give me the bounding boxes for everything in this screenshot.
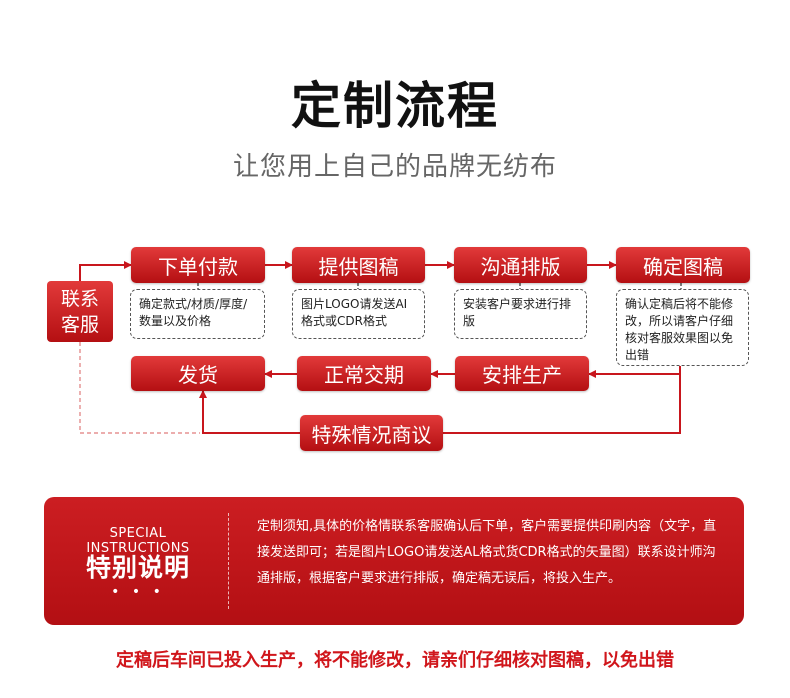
step-special-negotiation: 特殊情况商议 [300,415,443,451]
page-title: 定制流程 [291,77,499,135]
dashed-guide-line [79,342,200,434]
special-dots: • • • [111,584,165,600]
step-confirm-artwork: 确定图稿 [616,247,750,283]
step-normal-delivery: 正常交期 [297,356,431,391]
note-order: 确定款式/材质/厚度/数量以及价格 [130,289,265,339]
step-provide-artwork: 提供图稿 [292,247,425,283]
special-divider [228,513,229,609]
note-layout: 安装客户要求进行排版 [454,289,587,339]
step-arrange-production: 安排生产 [455,356,589,391]
step-order-payment: 下单付款 [131,247,265,283]
contact-line2: 客服 [60,313,99,336]
step-ship: 发货 [131,356,265,391]
footer-warning: 定稿后车间已投入生产，将不能修改，请亲们仔细核对图稿，以免出错 [116,650,674,671]
step-communicate-layout: 沟通排版 [454,247,587,283]
special-label-cn: 特别说明 [85,553,190,582]
note-provide: 图片LOGO请发送AI格式或CDR格式 [292,289,425,339]
page-subtitle: 让您用上自己的品牌无纺布 [232,152,557,182]
contact-line1: 联系 [60,287,99,310]
arrow-contact-to-order [79,261,132,281]
special-instructions-panel [44,497,744,625]
contact-service-button[interactable]: 联系 客服 [47,281,113,342]
arrow-special-to-ship [199,390,300,434]
note-confirm: 确认定稿后将不能修改，所以请客户仔细核对客服效果图以免出错 [616,289,749,366]
line-confirm-to-special [443,374,681,434]
special-label-en: SPECIAL INSTRUCTIONS [86,526,190,556]
arrow-confirm-to-produce [588,366,681,378]
special-text: 定制须知,具体的价格情联系客服确认后下单，客户需要提供印刷内容（文字，直接发送即… [257,519,717,586]
